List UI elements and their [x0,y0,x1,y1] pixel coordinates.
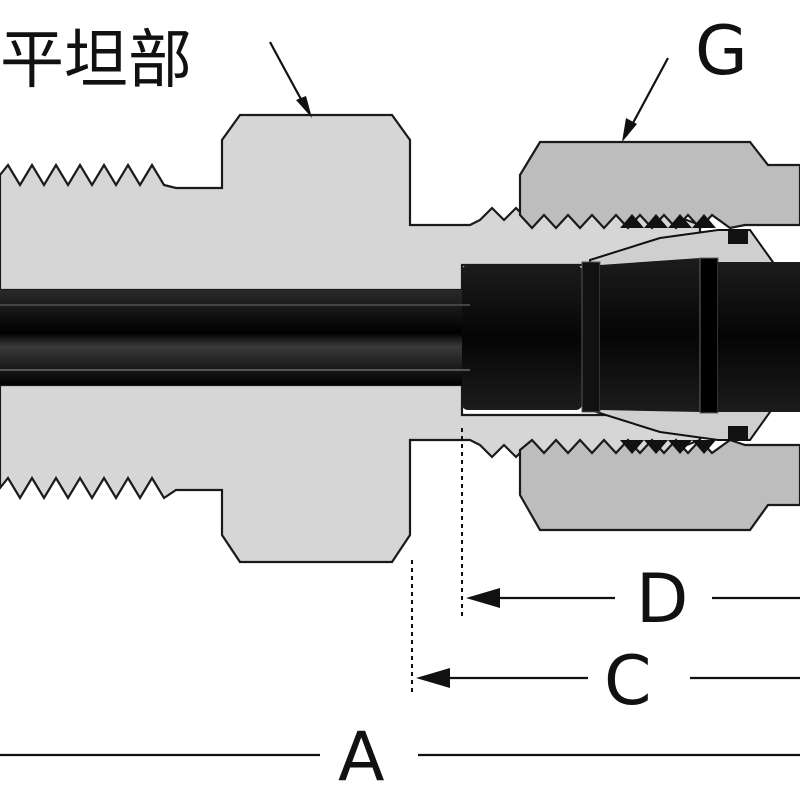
dimension-d-label: D [636,560,688,639]
dimension-c [411,560,800,696]
dimension-d [461,428,800,616]
arrow-head-icon [466,588,500,608]
nut-label: G [695,12,748,91]
nut [518,140,800,532]
dimension-c-label: C [604,642,651,721]
arrow-icon [622,118,637,142]
leader-nut [622,57,669,142]
leader-flat [269,41,312,118]
arrow-icon [296,96,312,118]
tube [0,257,800,414]
arrow-head-icon [416,668,450,688]
flat-part-label: 平坦部 [0,24,192,98]
dimension-a-label: A [338,718,385,797]
